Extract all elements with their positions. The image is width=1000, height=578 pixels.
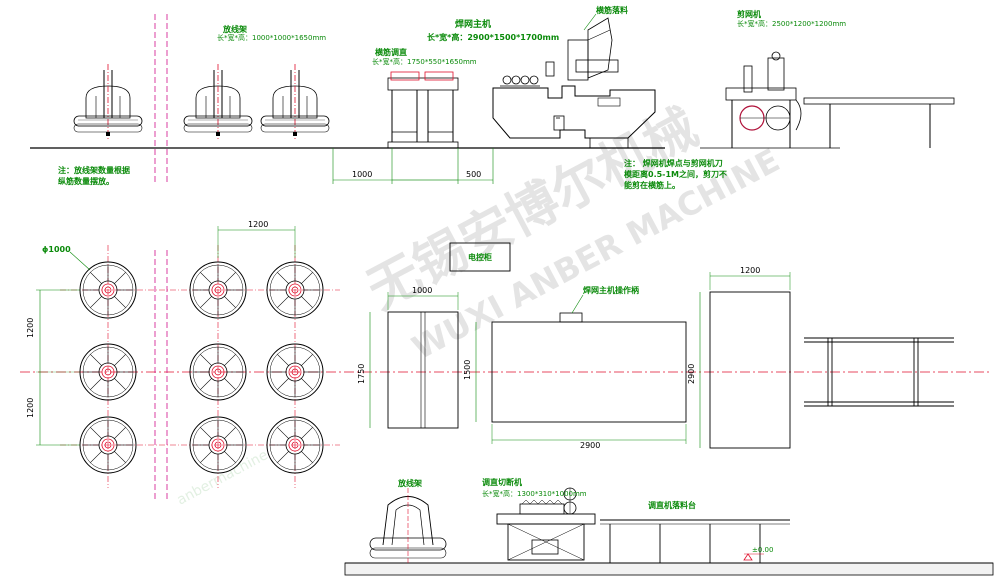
dim-1750: 1750 [357,364,366,384]
welder-plan [491,312,687,423]
payoff-stand-elevation [260,63,330,141]
welder-elevation [492,17,656,148]
bottom-straightener-size: 长*宽*高：1300*310*1000mm [482,489,587,498]
bottom-straightener-label: 调直切断机 [482,477,522,487]
control-panel-label: 焊网主机操作柄 [583,285,639,295]
ground-marker [743,553,764,561]
bottom-rack [600,519,790,563]
diameter-label: ϕ1000 [42,245,71,254]
note1-line2: 纵筋数量摆放。 [58,176,114,186]
cross-feeder-label: 横筋落料 [596,5,628,15]
cutter-size: 长*宽*高：2500*1200*1200mm [737,19,846,28]
payoff-stand-elevation [73,63,143,141]
dim-1200-left-a: 1200 [26,318,35,338]
dim-1200-right: 1200 [740,266,760,275]
reel-grid [60,245,340,488]
bottom-straightener [496,487,596,561]
straightener-label: 横筋调直 [375,47,407,57]
bottom-elevation: 放线架 调直切断机 长*宽*高：1300*310*1000mm 调直机落料台 [344,477,994,576]
dim-500: 500 [466,170,481,179]
ground-mark-label: ±0.00 [752,546,773,554]
bottom-payoff-stand [369,488,447,563]
note1-line1: 注：放线架数量根据 [58,165,130,175]
dim-2900-side: 2900 [687,364,696,384]
output-rack-plan [804,337,954,407]
bottom-payoff-label: 放线架 [397,478,422,488]
welder-label: 焊网主机 [455,18,491,30]
dim-2900-bottom: 2900 [580,441,600,450]
payoff-stand-size: 长*宽*高：1000*1000*1650mm [217,33,326,42]
dim-1200-left-b: 1200 [26,398,35,418]
straightener-plan [387,311,459,429]
watermark-small: anbermachine [174,447,270,508]
note2-line1: 注： 焊网机焊点与剪网机刀 [624,158,723,168]
straightener-size: 长*宽*高：1750*550*1650mm [372,57,477,66]
dimension-1000-500 [332,148,494,184]
straightener-elevation [387,71,459,149]
dim-1000-plan: 1000 [412,286,432,295]
cutter-plan [709,291,791,449]
bottom-rack-label: 调直机落料台 [648,500,696,510]
welder-size: 长*宽*高：2900*1500*1700mm [427,32,559,42]
dim-1000-top: 1000 [352,170,372,179]
note2-line3: 能剪在横筋上。 [624,180,680,190]
payoff-stand-label: 放线架 [222,24,247,34]
control-cabinet [449,242,511,272]
cutter-label: 剪网机 [737,9,761,19]
plan-view: ϕ1000 1200 1200 1200 1000 1750 电控柜 [20,220,990,500]
dim-1200-top: 1200 [248,220,268,229]
output-table-elevation [803,97,955,148]
note2-line2: 模距离0.5-1M之间，剪刀不 [624,169,727,179]
top-elevation: 放线架 长*宽*高：1000*1000*1650mm 注：放线架数量根据 纵筋数… [30,5,955,190]
payoff-stand-elevation [183,63,253,141]
control-cabinet-label: 电控柜 [468,252,492,262]
dim-1500: 1500 [463,360,472,380]
cutter-elevation [725,51,802,148]
